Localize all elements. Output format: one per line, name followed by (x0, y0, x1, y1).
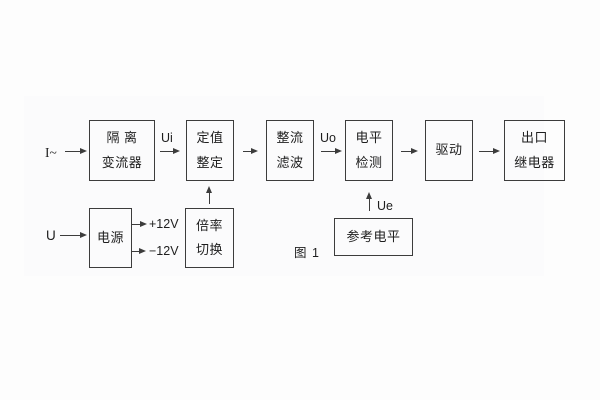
block-ratio-switch: 倍率 切换 (185, 208, 234, 268)
block-label: 定值 (196, 130, 224, 146)
minus-12v-label: −12V (149, 244, 179, 258)
block-label: 电平 (355, 130, 383, 146)
arrow-up-icon (366, 192, 372, 211)
block-label: 倍率 (195, 217, 223, 233)
block-power-supply: 电源 (89, 208, 132, 268)
input-current-label: I~ (45, 145, 57, 160)
signal-ue-label: Ue (377, 199, 393, 213)
block-label: 整定 (196, 154, 224, 170)
arrow-right-icon (60, 232, 87, 238)
page-panel (24, 96, 544, 276)
block-reference-level: 参考电平 (334, 218, 413, 256)
block-label: 隔 离 (106, 130, 138, 146)
arrow-right-icon (160, 148, 180, 154)
block-label: 检测 (355, 154, 383, 170)
block-output-relay: 出口 继电器 (504, 120, 565, 181)
block-label: 电源 (96, 229, 124, 245)
block-label: 出口 (520, 130, 548, 146)
plus-12v-label: +12V (149, 217, 179, 231)
arrow-up-icon (206, 186, 212, 204)
block-label: 切换 (195, 242, 223, 257)
signal-ui-label: Ui (161, 131, 173, 145)
input-voltage-label: U (46, 228, 56, 243)
block-isolation-transformer: 隔 离 变流器 (89, 120, 155, 181)
block-rectifier-filter: 整流 滤波 (266, 120, 314, 181)
arrow-right-icon (479, 148, 500, 154)
block-label: 滤波 (276, 154, 304, 170)
block-level-detector: 电平 检测 (345, 120, 393, 181)
arrow-right-icon (401, 148, 418, 154)
block-label: 参考电平 (346, 228, 401, 244)
block-label: 整流 (276, 130, 304, 146)
block-driver: 驱动 (425, 120, 473, 181)
block-setting-adjustment: 定值 整定 (186, 120, 234, 181)
arrow-right-icon (132, 248, 146, 254)
block-label: 变流器 (101, 154, 143, 170)
arrow-right-icon (132, 221, 147, 227)
arrow-right-icon (321, 148, 342, 154)
block-label: 继电器 (514, 154, 555, 170)
arrow-right-icon (65, 148, 87, 154)
signal-uo-label: Uo (320, 131, 336, 145)
figure-caption: 图 1 (294, 246, 320, 260)
arrow-right-icon (243, 148, 258, 154)
block-label: 驱动 (435, 142, 463, 158)
